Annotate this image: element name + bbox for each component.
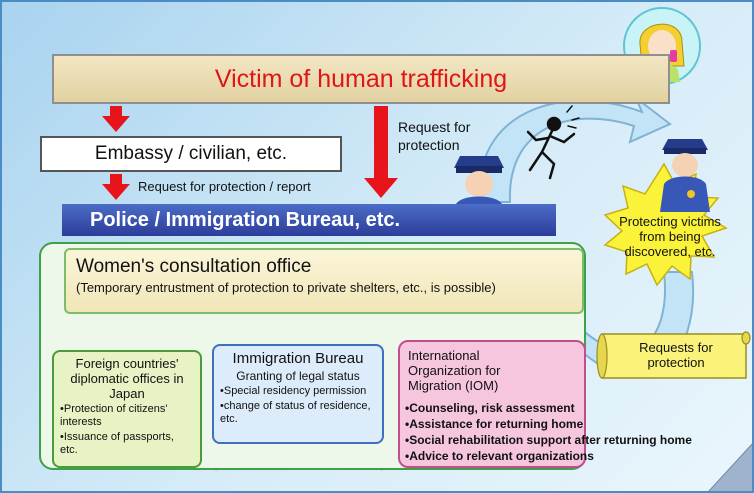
request-report-label: Request for protection / report (138, 179, 311, 194)
request-protection-label: Request for protection (398, 118, 470, 154)
iom-service-item: •Advice to relevant organizations (405, 449, 594, 463)
victim-box: Victim of human trafficking (52, 54, 670, 104)
iom-services-list: •Counseling, risk assessment •Assistance… (405, 400, 745, 464)
arrow-victim-to-police (364, 106, 398, 198)
victim-label: Victim of human trafficking (214, 64, 508, 93)
iom-service-item: •Assistance for returning home (405, 417, 584, 431)
foreign-offices-title-line: diplomatic offices in (70, 371, 184, 386)
immigration-bureau-box: Immigration Bureau Granting of legal sta… (212, 344, 384, 444)
star-label-line: Protecting victims (619, 214, 721, 229)
star-label: Protecting victims from being discovered… (608, 214, 732, 259)
iom-title-line: Migration (IOM) (408, 378, 499, 393)
arrow-victim-to-embassy (102, 106, 130, 132)
immigration-bureau-subtitle: Granting of legal status (236, 369, 360, 383)
iom-service-item: •Social rehabilitation support after ret… (405, 433, 692, 447)
immigration-bureau-title: Immigration Bureau (232, 350, 364, 367)
running-person-icon (526, 105, 580, 180)
star-label-line: discovered, etc. (624, 244, 716, 259)
immigration-bureau-item: •Special residency permission (220, 385, 367, 397)
immigration-bureau-item: •change of status of residence, etc. (220, 400, 371, 425)
embassy-label: Embassy / civilian, etc. (94, 143, 288, 164)
womens-office-title: Women's consultation office (76, 256, 312, 277)
police-label: Police / Immigration Bureau, etc. (90, 208, 401, 231)
embassy-box: Embassy / civilian, etc. (40, 136, 342, 172)
request-protection-line: Request for (398, 119, 471, 135)
foreign-offices-item: •Issuance of passports, etc. (60, 431, 174, 456)
page-curl (708, 443, 752, 491)
scroll-label-line: Requests for (639, 340, 713, 355)
scroll-label-line: protection (647, 355, 705, 370)
iom-title-line: International (408, 348, 480, 363)
cycle-arrow (478, 94, 672, 203)
iom-title-line: Organization for (408, 363, 501, 378)
foreign-offices-title-line: Foreign countries' (75, 356, 179, 371)
request-protection-line: protection (398, 137, 460, 153)
iom-service-item: •Counseling, risk assessment (405, 401, 575, 415)
star-label-line: from being (639, 229, 701, 244)
foreign-offices-item: •Protection of citizens' interests (60, 403, 168, 428)
star-burst (603, 162, 728, 287)
police-bar: Police / Immigration Bureau, etc. (62, 204, 556, 236)
scroll-shape (596, 331, 751, 379)
scroll-label: Requests for protection (608, 340, 744, 370)
police-officer-icon (660, 139, 710, 212)
foreign-offices-box: Foreign countries' diplomatic offices in… (52, 350, 202, 468)
womens-office-box: Women's consultation office (Temporary e… (64, 248, 584, 314)
iom-box: International Organization for Migration… (398, 340, 586, 468)
foreign-offices-title-line: Japan (109, 386, 145, 401)
arrow-embassy-to-police (102, 174, 130, 200)
womens-office-subtitle: (Temporary entrustment of protection to … (76, 280, 496, 295)
